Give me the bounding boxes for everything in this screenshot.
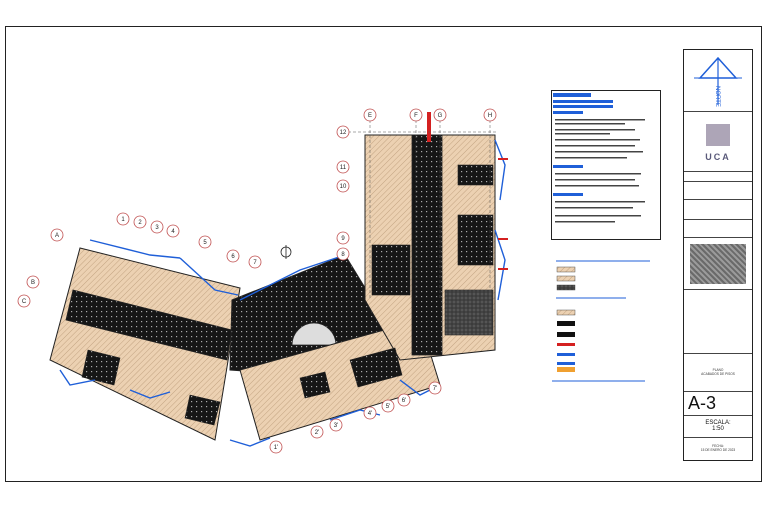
axis-label-8: 8: [341, 252, 345, 258]
axis-label-C: C: [22, 299, 27, 305]
date-value: 15 DE ENERO DE 2023: [700, 448, 736, 452]
axis-label-1: 1: [121, 217, 125, 223]
axis-label-12: 12: [340, 130, 347, 136]
location-map-cell: [684, 238, 752, 290]
axis-label-6p: 6': [402, 398, 406, 404]
notes-cell: [684, 290, 752, 354]
legend-finishes: [552, 260, 650, 382]
axis-lines: [348, 120, 498, 300]
axis-label-9: 9: [341, 236, 345, 242]
left-wing-corridor: [65, 289, 233, 361]
logo-text: UCA: [705, 152, 731, 162]
tower-room-dark-1: [457, 164, 494, 186]
tower-room-grid: [444, 289, 494, 336]
north-cell: NORTE: [684, 50, 752, 112]
axis-label-6: 6: [231, 254, 235, 260]
north-label: NORTE: [714, 86, 720, 107]
red-markers: [427, 112, 508, 270]
axis-label-2p: 2': [315, 430, 319, 436]
axis-label-3p: 3': [334, 423, 338, 429]
axis-label-4p: 4': [368, 411, 372, 417]
axis-label-B: B: [31, 280, 35, 286]
central-semicircle: [291, 322, 337, 346]
axis-label-F: F: [414, 113, 418, 119]
axis-label-G: G: [438, 113, 443, 119]
scale-value: 1:50: [712, 426, 724, 432]
compass-symbol: [280, 245, 292, 259]
designer-cell: [684, 220, 752, 238]
location-cell: [684, 200, 752, 220]
client-cell: [684, 182, 752, 200]
date-label: FECHA:: [712, 444, 724, 448]
left-wing-room-dark-1: [81, 349, 121, 386]
sheet-title-line1: PLANO: [712, 368, 724, 372]
axis-label-7: 7: [253, 260, 257, 266]
sheet-title-line2: ACABADOS DE PISOS: [701, 372, 735, 376]
lower-wing-room-dark-2: [299, 371, 331, 399]
logo-graphic: [706, 124, 730, 146]
axis-label-5p: 5': [386, 404, 390, 410]
axis-bubbles: E F G H 12 11 10 9 8 A B C 1 2 3 4 5 6 7…: [17, 108, 497, 454]
project-cell: [684, 172, 752, 182]
date-cell: FECHA: 15 DE ENERO DE 2023: [684, 438, 752, 460]
axis-label-1p: 1': [274, 445, 278, 451]
axis-label-3: 3: [155, 225, 159, 231]
tower-corridor: [411, 134, 443, 356]
tower-room-dark-3: [371, 244, 411, 296]
finish-notes-table: [551, 90, 661, 240]
sheet-number: A-3: [684, 392, 752, 416]
axis-label-5: 5: [203, 240, 207, 246]
scale-label: ESCALA:: [705, 420, 731, 426]
scale-cell: ESCALA: 1:50: [684, 416, 752, 438]
sheet-title-cell: PLANO ACABADOS DE PISOS: [684, 354, 752, 392]
axis-label-2: 2: [138, 220, 142, 226]
axis-label-11: 11: [340, 165, 347, 171]
location-map-image: [690, 244, 746, 284]
logo-cell: UCA: [684, 112, 752, 172]
axis-label-7p: 7': [433, 386, 437, 392]
title-block: NORTE UCA PLANO ACABADOS DE PISOS A-3 ES…: [683, 49, 753, 461]
blue-finish-lines: [59, 139, 506, 447]
tower-room-dark-2: [457, 214, 494, 266]
axis-label-A: A: [55, 233, 59, 239]
axis-label-E: E: [368, 113, 372, 119]
left-wing-room-dark-2: [184, 394, 221, 426]
lower-wing-room-dark: [349, 347, 403, 388]
axis-label-10: 10: [340, 184, 347, 190]
axis-label-4: 4: [171, 229, 175, 235]
axis-label-H: H: [488, 113, 492, 119]
